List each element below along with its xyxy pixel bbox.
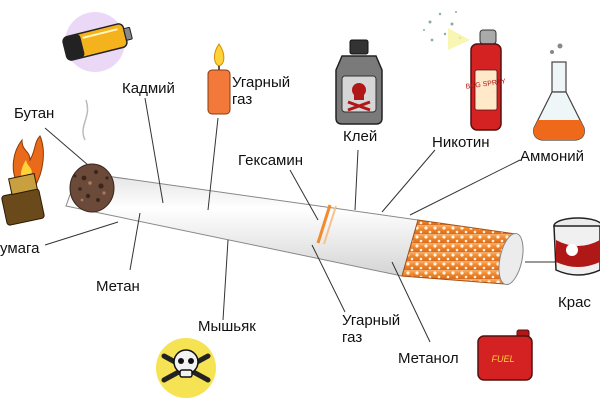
paint-can-icon	[553, 217, 600, 276]
fuel-can-icon: FUEL	[477, 329, 533, 381]
flame-icon	[12, 135, 44, 189]
leader-co-top	[207, 117, 219, 211]
paper-band-2	[323, 205, 337, 245]
fuel-text: FUEL	[491, 354, 514, 364]
battery-icon	[62, 12, 133, 72]
leader-nicotine	[381, 149, 436, 213]
poison-bottle-icon	[335, 39, 383, 125]
skull-crossbones-icon	[156, 338, 216, 398]
label-nicotine: Никотин	[432, 134, 490, 151]
leader-paper	[44, 221, 119, 246]
label-hexamine: Гексамин	[238, 152, 304, 169]
candle-icon	[207, 43, 231, 115]
leader-butane	[44, 127, 89, 166]
label-ammonium: Аммоний	[520, 148, 585, 165]
burning-ash	[69, 163, 115, 213]
label-cadmium: Кадмий	[122, 80, 175, 97]
label-methanol: Метанол	[398, 350, 459, 367]
leader-lines	[44, 97, 556, 343]
label-butane: Бутан	[14, 105, 55, 122]
spray-can-icon: BUG SPRAY	[423, 11, 507, 131]
leader-hexamine	[289, 169, 319, 221]
candle-flame	[214, 43, 225, 67]
leader-methanol	[391, 261, 431, 343]
ash-highlights	[80, 181, 106, 202]
lighter-icon	[1, 135, 45, 226]
leader-arsenic	[222, 239, 229, 321]
leader-co-bottom	[311, 244, 346, 313]
cigarette-paper	[65, 171, 419, 277]
paper-band	[316, 204, 332, 244]
smoke-wisp	[82, 99, 89, 141]
leader-cadmium	[144, 97, 164, 204]
leader-ammonium	[409, 159, 521, 216]
leader-methane	[129, 212, 141, 271]
filter-end	[498, 232, 524, 286]
leader-glue	[354, 149, 359, 211]
skull-icon	[352, 83, 366, 97]
cigarette	[65, 99, 524, 286]
ash-texture	[73, 170, 109, 202]
flask-icon	[533, 43, 585, 141]
label-carbon-monoxide-top: Угарный газ	[232, 74, 291, 108]
label-methane: Метан	[96, 278, 140, 295]
label-arsenic: Мышьяк	[198, 318, 256, 335]
label-paper: умага	[0, 240, 40, 257]
label-carbon-monoxide-bottom: Угарный газ	[342, 312, 401, 346]
label-glue: Клей	[343, 128, 378, 145]
label-paint: Крас	[558, 294, 591, 311]
